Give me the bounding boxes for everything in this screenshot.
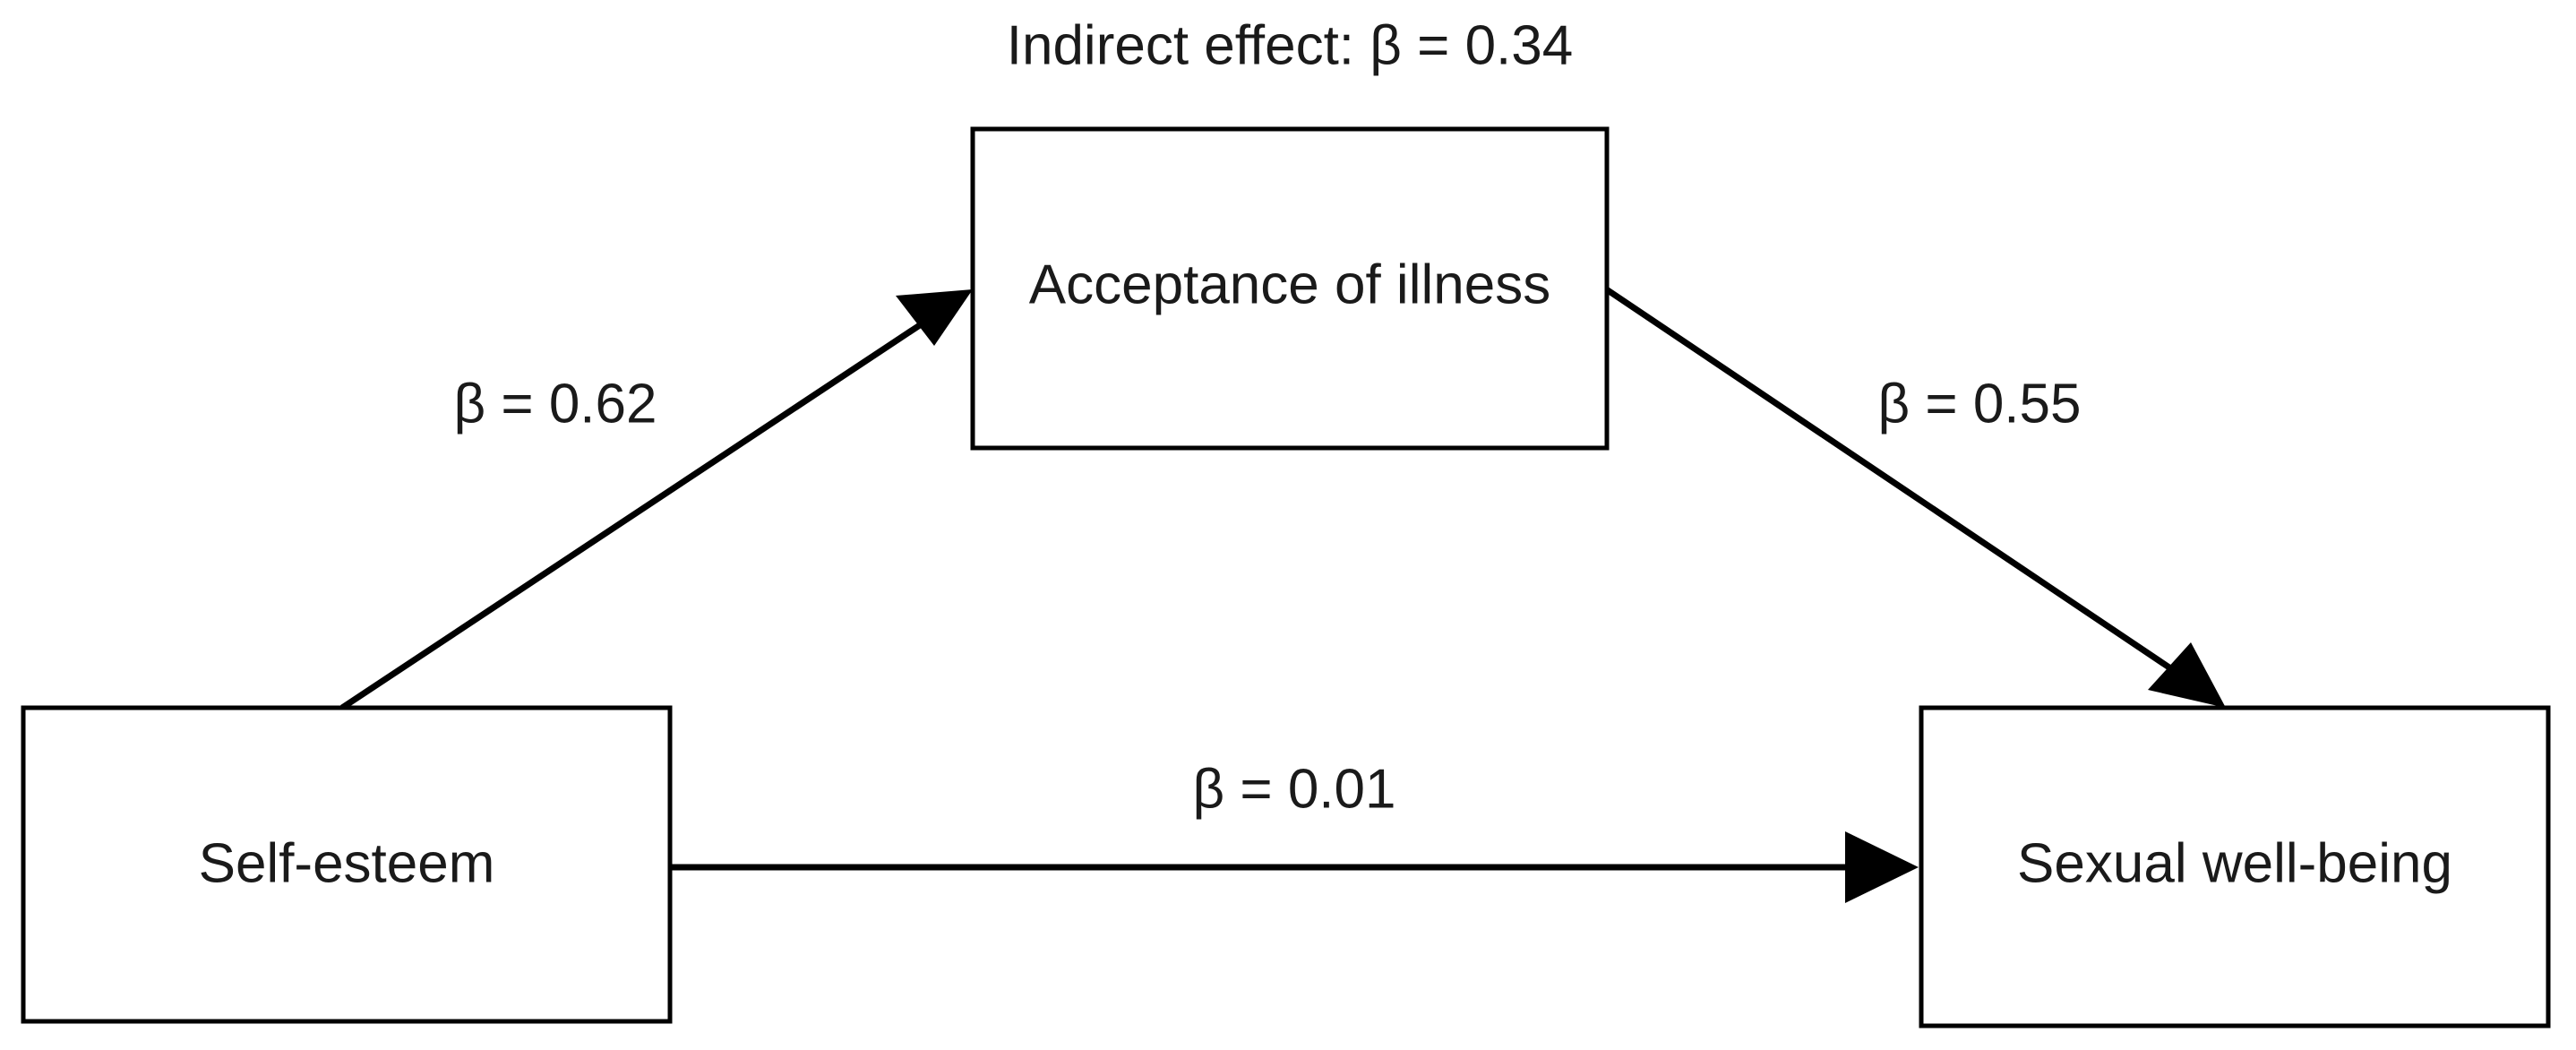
- node-self-esteem[interactable]: Self-esteem: [21, 705, 673, 1024]
- node-self-esteem-box[interactable]: [21, 705, 673, 1024]
- path-c-prime-label: β = 0.01: [1193, 758, 1396, 820]
- path-b-label: β = 0.55: [1878, 373, 2082, 435]
- node-acceptance-of-illness[interactable]: Acceptance of illness: [970, 126, 1610, 451]
- path-a-group: β = 0.62: [340, 289, 973, 710]
- path-b-line: [1603, 286, 2207, 694]
- node-sexual-well-being-box[interactable]: [1919, 705, 2551, 1028]
- node-acceptance-of-illness-box[interactable]: [970, 126, 1610, 451]
- path-c-prime-arrowhead-icon: [1845, 831, 1919, 903]
- node-sexual-well-being[interactable]: Sexual well-being: [1919, 705, 2551, 1028]
- path-c-prime-group: β = 0.01: [670, 758, 1919, 903]
- path-a-label: β = 0.62: [454, 373, 657, 435]
- path-a-arrowhead-icon: [896, 289, 973, 346]
- path-b-group: β = 0.55: [1603, 286, 2226, 708]
- node-acceptance-of-illness-label: Acceptance of illness: [1029, 254, 1550, 315]
- node-self-esteem-label: Self-esteem: [199, 832, 495, 894]
- node-sexual-well-being-label: Sexual well-being: [2017, 832, 2452, 894]
- indirect-effect-title: Indirect effect: β = 0.34: [1007, 14, 1574, 76]
- path-a-line: [340, 303, 951, 710]
- path-b-arrowhead-icon: [2148, 642, 2226, 708]
